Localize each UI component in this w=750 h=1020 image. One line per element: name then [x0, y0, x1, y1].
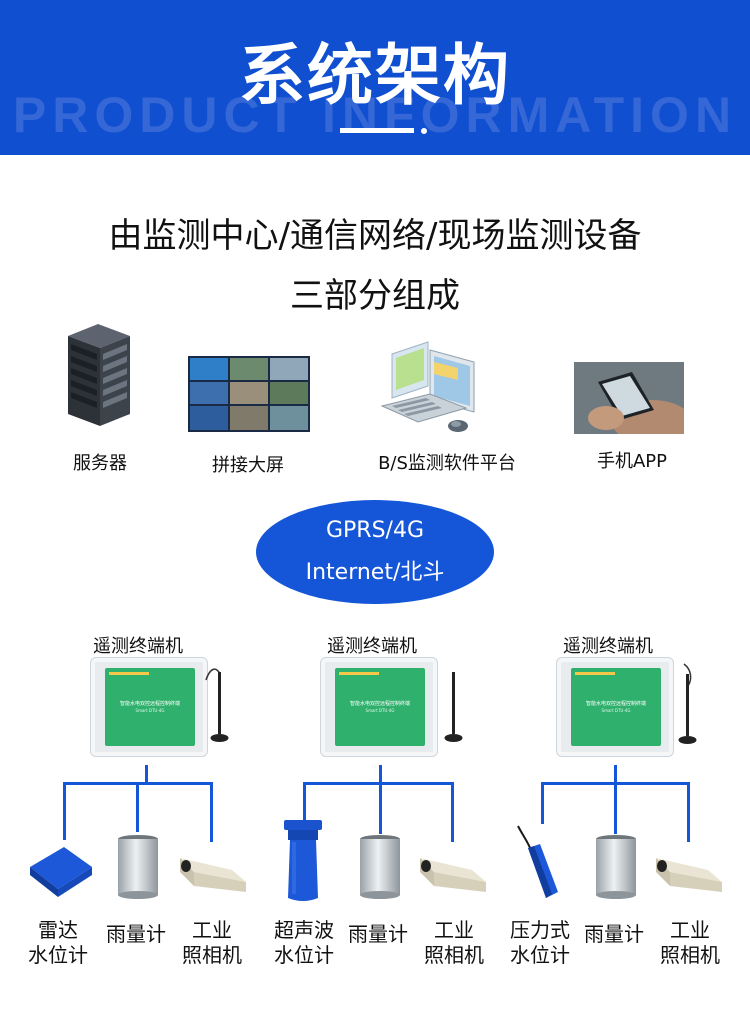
subtitle-line-2: 三部分组成	[290, 276, 460, 316]
sensor-3-1-label: 压力式 水位计	[510, 918, 570, 967]
terminal-1-title: 遥测终端机	[93, 636, 183, 657]
computer-device	[378, 340, 484, 438]
terminal-2-panel: 智能水电双控远程控制终端 Smart DTU-4G	[335, 668, 425, 746]
phone-app-label: 手机APP	[596, 451, 668, 472]
server-label: 服务器	[73, 453, 127, 474]
terminal-3-title: 遥测终端机	[563, 636, 653, 657]
terminal-1-box: 智能水电双控远程控制终端 Smart DTU-4G	[90, 657, 208, 757]
header-banner: PRODUCT INFORMATION 系统架构	[0, 0, 750, 155]
ultrasonic-level-sensor-icon	[284, 820, 322, 901]
terminal-1-wire-2	[136, 782, 139, 832]
terminal-1-wire-down	[145, 765, 148, 784]
terminal-1-antenna-icon	[205, 668, 229, 742]
subtitle-line-1: 由监测中心/通信网络/现场监测设备	[108, 216, 642, 256]
terminal-1-panel-strip	[109, 672, 149, 675]
video-wall-label: 拼接大屏	[212, 455, 284, 476]
rain-gauge-icon	[596, 835, 636, 899]
sensor-3-2-label: 雨量计	[584, 922, 644, 946]
sensor-1-3-label: 工业 照相机	[182, 918, 242, 967]
terminal-1-wire-1	[63, 782, 66, 840]
software-platform-label: B/S监测软件平台	[378, 453, 516, 474]
rain-gauge-icon	[118, 835, 158, 899]
terminal-2-wire-1	[303, 782, 306, 822]
page-title: 系统架构	[239, 37, 511, 114]
network-line-1: GPRS/4G	[325, 518, 425, 543]
network-ellipse: GPRS/4G Internet/北斗	[256, 500, 494, 604]
terminal-3-panel: 智能水电双控远程控制终端 Smart DTU-4G	[571, 668, 661, 746]
header-watermark: PRODUCT INFORMATION	[12, 87, 738, 143]
terminal-2-panel-model: Smart DTU-4G	[365, 708, 395, 713]
phone-icon	[574, 362, 692, 444]
terminal-3-wire-down	[614, 765, 617, 784]
sensor-1-2-label: 雨量计	[106, 922, 166, 946]
sensor-2-1-label: 超声波 水位计	[274, 918, 334, 967]
terminal-3-wire-1	[541, 782, 544, 824]
title-dot	[421, 128, 427, 134]
industrial-camera-icon	[420, 858, 486, 892]
terminal-2-wire-3	[451, 782, 454, 842]
terminal-2-title: 遥测终端机	[327, 636, 417, 657]
terminal-1-panel-text: 智能水电双控远程控制终端	[119, 701, 180, 707]
computer-icon	[380, 341, 475, 432]
industrial-camera-icon	[656, 858, 722, 892]
video-wall-device	[188, 356, 310, 432]
sensor-1-1-label: 雷达 水位计	[28, 918, 88, 967]
terminal-2-panel-strip	[339, 672, 379, 675]
terminal-2-box: 智能水电双控远程控制终端 Smart DTU-4G	[320, 657, 438, 757]
rain-gauge-icon	[360, 835, 400, 899]
sensor-3-3-label: 工业 照相机	[660, 918, 720, 967]
terminal-3-wire-2	[614, 782, 617, 834]
terminal-1-panel-model: Smart DTU-4G	[135, 708, 165, 713]
terminal-2-panel-text: 智能水电双控远程控制终端	[349, 701, 410, 707]
pressure-level-sensor-icon	[517, 825, 558, 898]
terminal-2-wire-bar	[303, 782, 454, 785]
terminal-3-box: 智能水电双控远程控制终端 Smart DTU-4G	[556, 657, 674, 757]
terminal-3-wire-3	[687, 782, 690, 842]
radar-level-sensor-icon	[30, 847, 92, 897]
terminal-3-panel-strip	[575, 672, 615, 675]
terminal-3-panel-model: Smart DTU-4G	[601, 708, 631, 713]
server-icon	[68, 324, 130, 426]
network-line-2: Internet/北斗	[305, 560, 445, 585]
terminal-3-panel-text: 智能水电双控远程控制终端	[585, 701, 646, 707]
terminal-2-wire-2	[379, 782, 382, 834]
title-underline	[340, 128, 414, 133]
industrial-camera-icon	[180, 858, 246, 892]
server-device	[60, 322, 136, 427]
terminal-3-antenna-icon	[678, 663, 697, 744]
terminal-2-antenna-icon	[444, 672, 463, 742]
terminal-2-wire-down	[379, 765, 382, 784]
terminal-1-panel: 智能水电双控远程控制终端 Smart DTU-4G	[105, 668, 195, 746]
video-wall-icon	[188, 356, 310, 432]
phone-device	[574, 362, 692, 444]
sensor-2-3-label: 工业 照相机	[424, 918, 484, 967]
sensor-2-2-label: 雨量计	[348, 922, 408, 946]
terminal-1-wire-3	[210, 782, 213, 842]
